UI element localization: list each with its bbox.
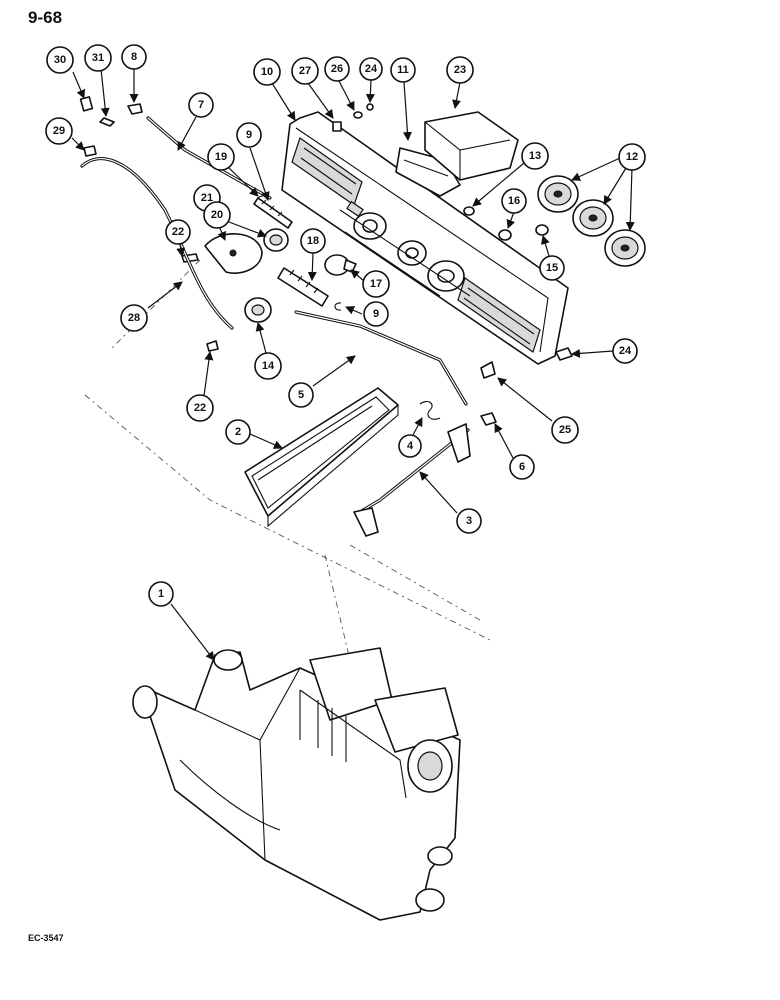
console-panel bbox=[281, 111, 569, 365]
svg-text:10: 10 bbox=[261, 66, 273, 78]
svg-text:13: 13 bbox=[529, 150, 541, 162]
cable-clamp bbox=[244, 297, 272, 323]
svg-text:5: 5 bbox=[298, 389, 304, 401]
callout: 25 bbox=[551, 416, 579, 444]
svg-text:11: 11 bbox=[397, 64, 409, 76]
callout: 6 bbox=[509, 454, 535, 480]
svg-text:20: 20 bbox=[211, 209, 223, 221]
svg-text:23: 23 bbox=[454, 64, 466, 76]
callout: 7 bbox=[188, 92, 214, 118]
page-number: 9-68 bbox=[28, 8, 63, 27]
svg-text:24: 24 bbox=[619, 345, 632, 357]
callout: 1 bbox=[148, 581, 174, 607]
callout: 17 bbox=[362, 270, 390, 298]
callout: 9 bbox=[363, 301, 389, 327]
callout: 18 bbox=[300, 228, 326, 254]
callout-group: 30 31 8 10 27 26 24 11 23 7 29 9 19 13 1… bbox=[45, 44, 646, 607]
callout: 12 bbox=[618, 143, 646, 171]
figure-code: EC-3547 bbox=[28, 933, 64, 943]
callout: 24 bbox=[612, 338, 638, 364]
callout: 28 bbox=[120, 304, 148, 332]
leader-lines bbox=[71, 68, 635, 661]
callout: 11 bbox=[390, 57, 416, 83]
svg-text:8: 8 bbox=[131, 51, 137, 63]
svg-text:22: 22 bbox=[172, 226, 184, 238]
svg-text:24: 24 bbox=[365, 63, 378, 75]
svg-text:3: 3 bbox=[466, 515, 472, 527]
svg-text:21: 21 bbox=[201, 192, 213, 204]
callout: 31 bbox=[84, 44, 112, 72]
vent-duct bbox=[424, 111, 519, 181]
blower-housing bbox=[132, 647, 461, 921]
callout: 13 bbox=[521, 142, 549, 170]
svg-text:4: 4 bbox=[407, 440, 414, 452]
svg-text:19: 19 bbox=[215, 151, 227, 163]
svg-text:2: 2 bbox=[235, 426, 241, 438]
svg-text:16: 16 bbox=[508, 195, 520, 207]
callout: 26 bbox=[324, 56, 350, 82]
callout: 29 bbox=[45, 117, 73, 145]
svg-text:22: 22 bbox=[194, 402, 206, 414]
callout: 15 bbox=[539, 255, 565, 281]
control-knobs bbox=[537, 175, 646, 267]
svg-text:6: 6 bbox=[519, 461, 525, 473]
actuator-motor bbox=[324, 254, 357, 276]
callout: 24 bbox=[359, 57, 383, 81]
callout: 9 bbox=[236, 122, 262, 148]
callout: 23 bbox=[446, 56, 474, 84]
svg-text:18: 18 bbox=[307, 235, 319, 247]
callout: 3 bbox=[456, 508, 482, 534]
svg-text:17: 17 bbox=[370, 278, 382, 290]
callout: 2 bbox=[225, 419, 251, 445]
svg-text:15: 15 bbox=[546, 262, 558, 274]
svg-text:29: 29 bbox=[53, 125, 65, 137]
svg-text:25: 25 bbox=[559, 424, 571, 436]
control-cam bbox=[204, 233, 263, 274]
svg-text:7: 7 bbox=[198, 99, 204, 111]
lever-bracket bbox=[353, 423, 471, 537]
callout: 22 bbox=[165, 219, 191, 245]
callout: 30 bbox=[46, 46, 74, 74]
callout: 14 bbox=[254, 352, 282, 380]
callout: 22 bbox=[186, 394, 214, 422]
callout: 27 bbox=[291, 57, 319, 85]
small-hardware bbox=[79, 96, 573, 426]
svg-text:12: 12 bbox=[626, 151, 638, 163]
callout: 8 bbox=[121, 44, 147, 70]
spring-clip bbox=[419, 401, 441, 420]
svg-text:26: 26 bbox=[331, 63, 343, 75]
control-gear bbox=[263, 228, 289, 252]
svg-text:31: 31 bbox=[92, 52, 104, 64]
assembly-guide-lines bbox=[84, 259, 491, 661]
svg-text:27: 27 bbox=[299, 65, 311, 77]
svg-text:28: 28 bbox=[128, 312, 140, 324]
svg-text:1: 1 bbox=[158, 588, 164, 600]
callout: 20 bbox=[203, 201, 231, 229]
control-levers bbox=[253, 197, 329, 307]
callout: 10 bbox=[253, 58, 281, 86]
callout: 4 bbox=[398, 434, 422, 458]
callout: 19 bbox=[207, 143, 235, 171]
svg-text:30: 30 bbox=[54, 54, 66, 66]
air-filter bbox=[244, 387, 399, 528]
svg-text:9: 9 bbox=[373, 308, 379, 320]
svg-text:9: 9 bbox=[246, 129, 252, 141]
callout: 16 bbox=[501, 188, 527, 214]
svg-text:14: 14 bbox=[262, 360, 275, 372]
callout: 5 bbox=[288, 382, 314, 408]
